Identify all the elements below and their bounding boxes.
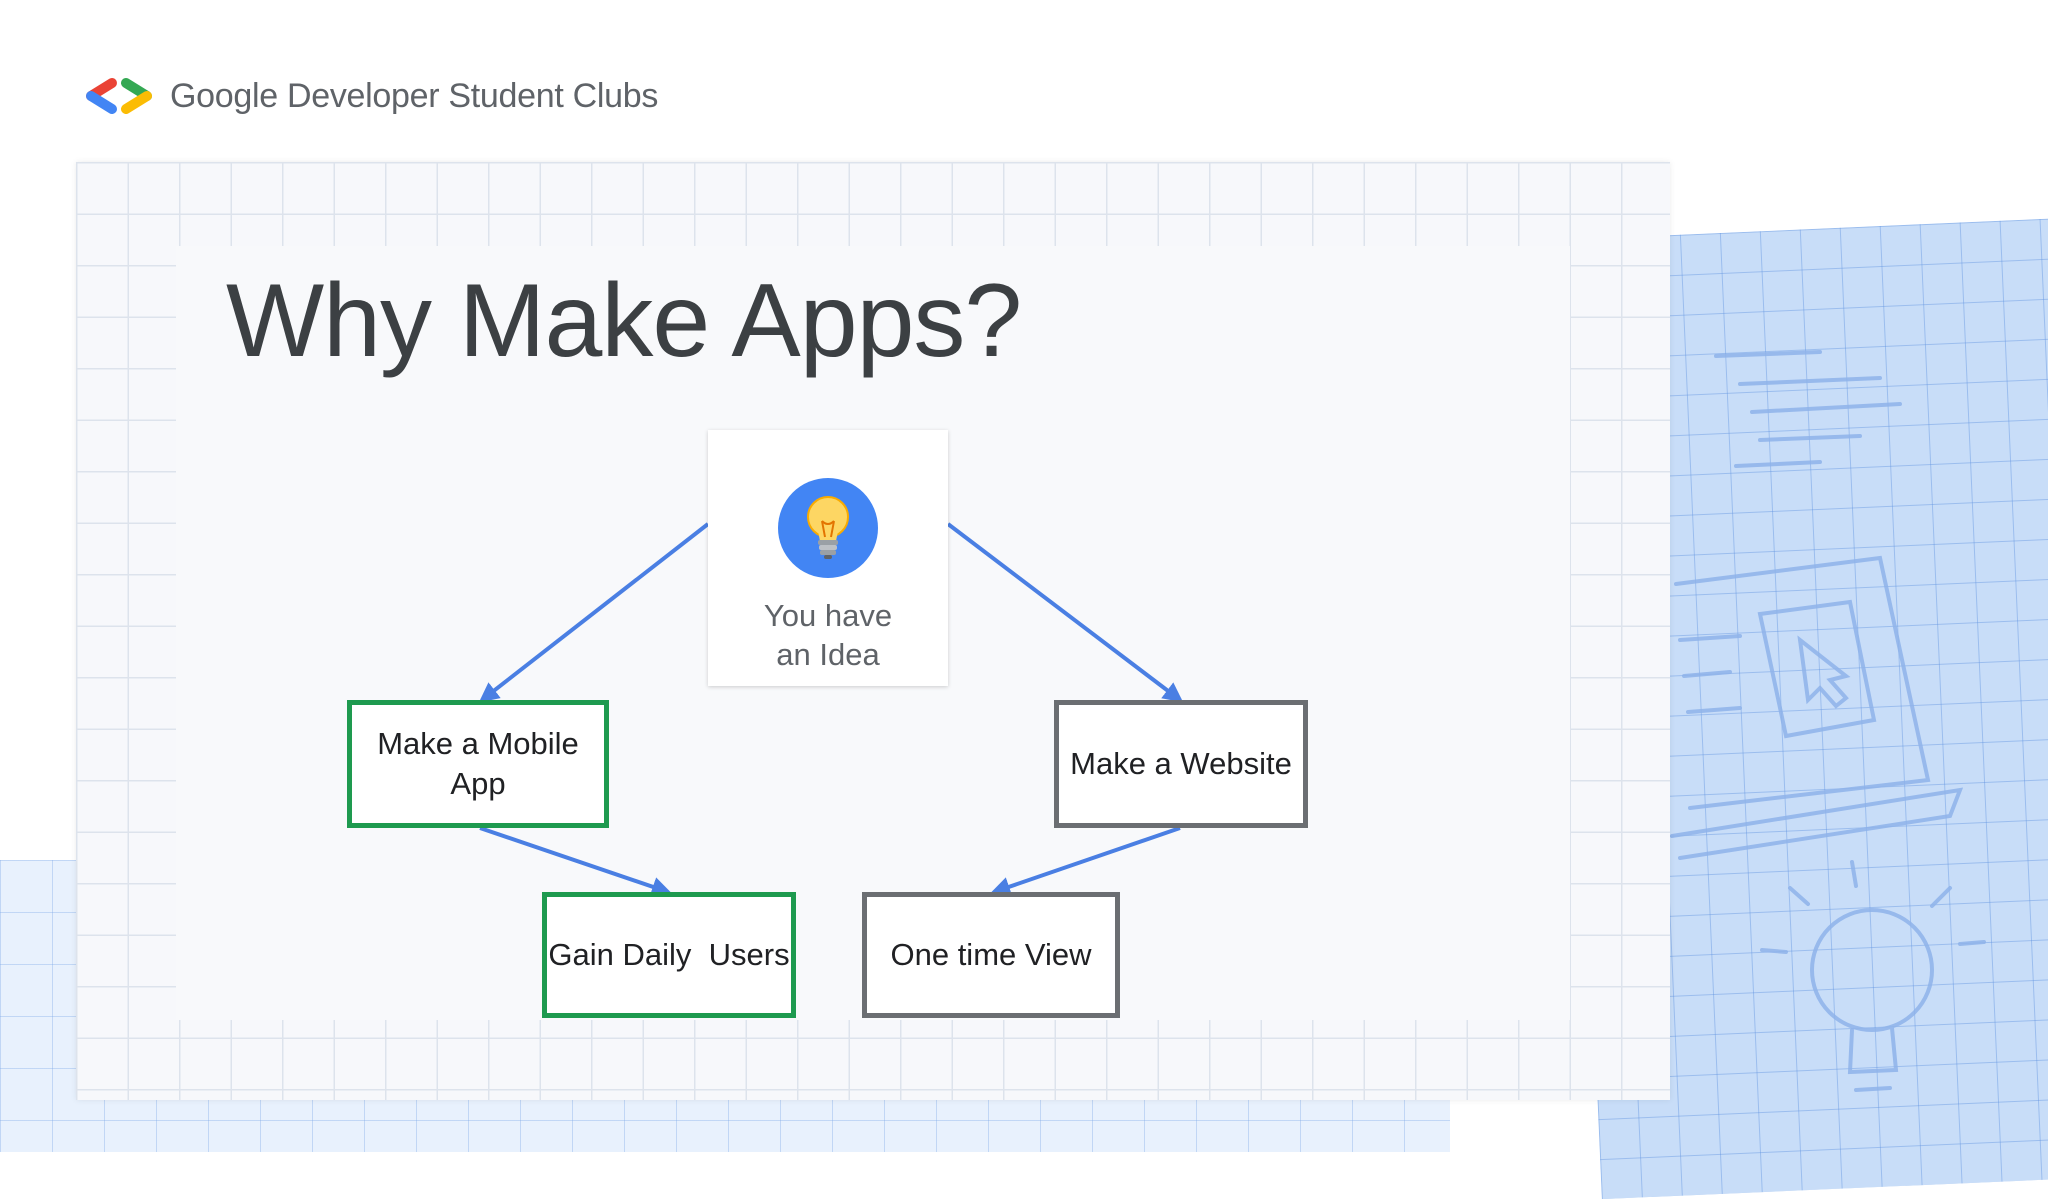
node-website-label: Make a Website [1070, 746, 1292, 781]
node-mobile-app-label: Make a Mobile App [377, 726, 579, 801]
idea-label-line2: an Idea [776, 637, 880, 672]
node-daily-users-label: Gain Daily Users [548, 937, 790, 972]
lightbulb-icon [807, 496, 849, 559]
idea-circle [778, 478, 878, 578]
background-sketch [1670, 350, 1986, 1092]
arrow-website-to-view [990, 826, 1181, 897]
node-website: Make a Website [1054, 700, 1308, 828]
node-daily-users: Gain Daily Users [542, 892, 796, 1018]
brand-header: Google Developer Student Clubs [82, 70, 658, 122]
idea-label: You have an Idea [708, 596, 948, 674]
node-one-time-view: One time View [862, 892, 1120, 1018]
arrow-mobile-to-users [479, 826, 672, 897]
idea-node: You have an Idea [708, 430, 948, 686]
diagram-arrows [478, 522, 1184, 897]
node-mobile-app: Make a Mobile App [347, 700, 609, 828]
node-one-time-view-label: One time View [890, 937, 1092, 972]
idea-label-line1: You have [763, 598, 893, 633]
arrow-idea-to-website [946, 522, 1184, 703]
arrow-idea-to-mobile [478, 522, 710, 703]
brand-name: Google Developer Student Clubs [170, 76, 659, 115]
slide-title: Why Make Apps? [226, 263, 1022, 379]
gdsc-logo-icon [86, 78, 152, 114]
